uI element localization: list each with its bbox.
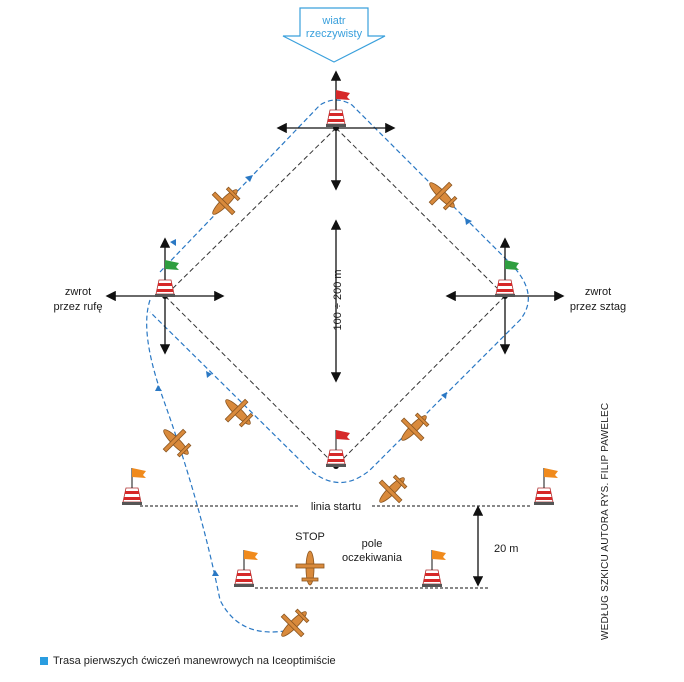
turn-arrows xyxy=(105,70,565,587)
waiting-area-label-2: oczekiwania xyxy=(342,552,403,564)
left-turn-label-1: zwrot xyxy=(65,286,91,298)
right-turn-label-2: przez sztag xyxy=(570,301,626,313)
wind-label-1: wiatr xyxy=(321,15,346,27)
distance-label: 100 ÷ 200 m xyxy=(332,269,344,330)
left-turn-label-2: przez rufę xyxy=(54,301,103,313)
mark-wait-right xyxy=(421,550,446,588)
mark-start-right xyxy=(533,468,558,506)
mark-start-left xyxy=(121,468,146,506)
course-diamond xyxy=(164,127,506,467)
mark-bottom xyxy=(325,430,350,468)
legend-swatch xyxy=(40,657,48,665)
mark-left xyxy=(154,260,179,298)
credit-text: WEDŁUG SZKICU AUTORA RYS. FILIP PAWELEC xyxy=(600,402,611,640)
route-arrows xyxy=(155,175,517,576)
route-path xyxy=(146,99,529,633)
mark-top xyxy=(325,90,350,128)
right-turn-label-1: zwrot xyxy=(585,286,611,298)
mark-right xyxy=(494,260,519,298)
wind-label-2: rzeczywisty xyxy=(306,28,363,40)
start-line-label: linia startu xyxy=(311,501,361,513)
gap-label: 20 m xyxy=(494,543,518,555)
iceboat xyxy=(153,172,465,647)
caption: Trasa pierwszych ćwiczeń manewrowych na … xyxy=(40,655,336,667)
mark-wait-left xyxy=(233,550,258,588)
waiting-area-label-1: pole xyxy=(362,538,383,550)
caption-text: Trasa pierwszych ćwiczeń manewrowych na … xyxy=(53,655,336,667)
wind-arrow xyxy=(282,7,386,63)
stop-label: STOP xyxy=(295,531,325,543)
